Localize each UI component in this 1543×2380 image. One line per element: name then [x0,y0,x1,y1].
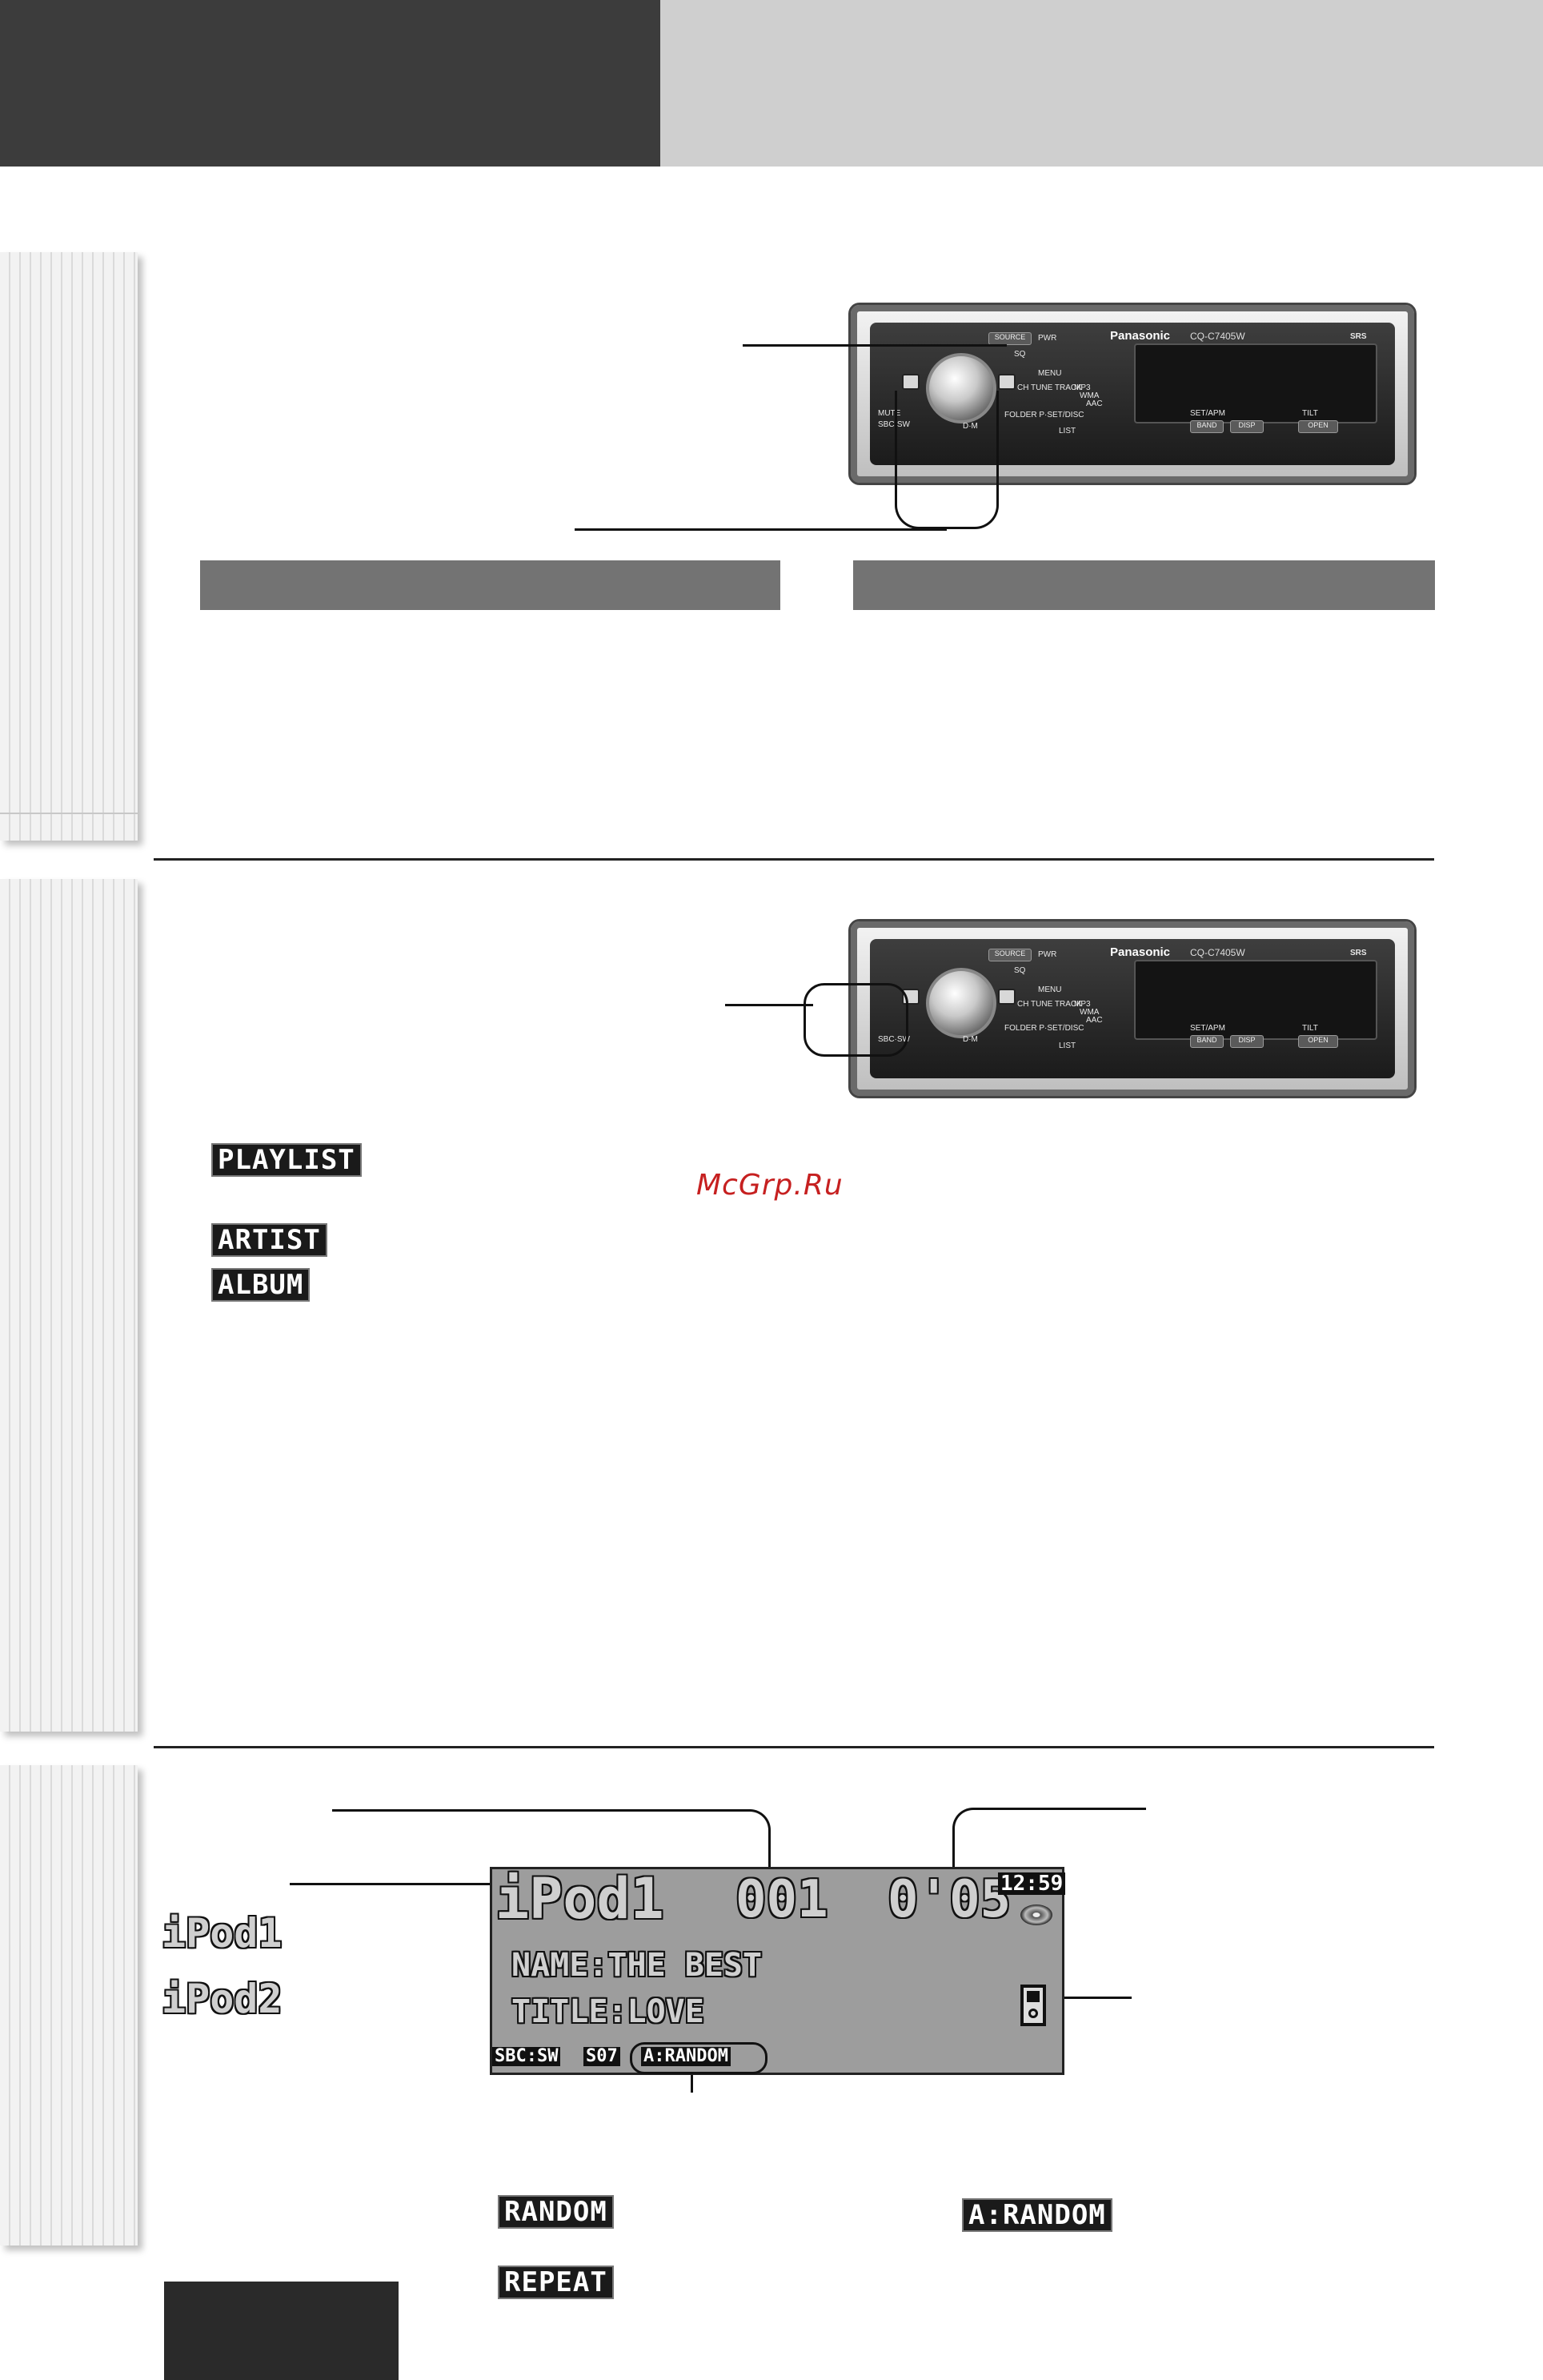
volume-knob[interactable] [926,968,996,1038]
aac-label: AAC [1086,399,1103,408]
mp3-label: MP3 [1074,1000,1091,1009]
tune-track-label: CH TUNE TRACK [1017,383,1082,392]
folder-label: FOLDER P·SET/DISC [1004,1024,1084,1033]
stereo-unit-2: Panasonic CQ-C7405W SOURCE PWR SQ MENU M… [848,919,1417,1098]
down-button[interactable] [902,374,920,390]
ipod-icon [1020,1985,1046,2026]
side-tab-3 [0,1765,138,2246]
up-button[interactable] [998,989,1016,1005]
display-name-line: NAME:THE BEST [511,1947,763,1984]
callout-ipod-icon [1053,1997,1132,1999]
band-button[interactable]: BAND [1190,1035,1224,1048]
column-heading-bar-right [853,560,1435,610]
pwr-label: PWR [1038,950,1057,959]
callout-track [332,1809,751,1812]
callout-track-corner [744,1809,771,1876]
callout-source [743,344,1007,347]
header-light-block [660,0,1543,167]
side-tab-2 [0,879,138,1732]
display-clock: 12:59 [998,1872,1066,1895]
callout-bracket [895,391,999,529]
display-source: iPod1 [495,1866,664,1932]
aac-label: AAC [1086,1016,1103,1025]
dm-label: D·M [963,1035,978,1044]
list-label: LIST [1059,427,1076,435]
wma-label: WMA [1080,1008,1100,1017]
sq-label: SQ [1014,966,1026,975]
callout-time [976,1808,1146,1810]
folder-label: FOLDER P·SET/DISC [1004,411,1084,419]
callout-source [290,1883,496,1885]
unit-display: iPod1 001 0'05 12:59 NAME:THE BEST TITLE… [490,1866,1066,2075]
display-sbc: SBC:SW [492,2047,561,2066]
tune-track-label: CH TUNE TRACK [1017,1000,1082,1009]
mp3-label: MP3 [1074,383,1091,392]
display-track: 001 [735,1870,828,1929]
stereo-model: CQ-C7405W [1190,947,1245,958]
stereo-lcd [1134,343,1377,423]
album-label: ALBUM [211,1268,311,1302]
display-s07: S07 [583,2047,620,2066]
side-tab-1 [0,252,138,841]
display-time: 0'05 [888,1870,1012,1929]
disp-button[interactable]: DISP [1230,1035,1264,1048]
sq-label: SQ [1014,350,1026,359]
source-button[interactable]: SOURCE [988,332,1032,345]
disp-button[interactable]: DISP [1230,420,1264,433]
stereo-brand: Panasonic [1110,329,1171,343]
stereo-lcd [1134,960,1377,1040]
mute-label: MUTE [878,409,901,418]
callout-up-down [575,528,947,531]
source-option-ipod2: iPod2 [162,1976,283,2022]
tilt-label: TILT [1302,1024,1318,1033]
set-apm-label: SET/APM [1190,1024,1225,1033]
artist-label: ARTIST [211,1223,327,1257]
source-button[interactable]: SOURCE [988,949,1032,961]
pwr-label: PWR [1038,334,1057,343]
callout-folder-buttons [725,1004,813,1006]
album-random-label: A:RANDOM [962,2198,1112,2232]
section-divider-1 [154,858,1434,861]
mode-highlight-ring [630,2042,767,2074]
source-option-ipod1: iPod1 [162,1910,283,1957]
playlist-label: PLAYLIST [211,1143,362,1177]
callout-time-corner [952,1808,980,1876]
repeat-label: REPEAT [498,2266,614,2299]
dm-label: D·M [963,422,978,431]
stereo-brand: Panasonic [1110,945,1171,959]
list-label: LIST [1059,1042,1076,1050]
set-apm-label: SET/APM [1190,409,1225,418]
menu-label: MENU [1038,985,1062,994]
column-heading-bar-left [200,560,780,610]
random-label: RANDOM [498,2195,614,2229]
open-button[interactable]: OPEN [1298,420,1338,433]
display-mode: A:RANDOM [641,2047,731,2066]
watermark: McGrp.Ru [696,1169,844,1202]
srs-logo: SRS [1350,949,1367,957]
callout-mode [691,2075,693,2093]
open-button[interactable]: OPEN [1298,1035,1338,1048]
wma-label: WMA [1080,391,1100,400]
band-button[interactable]: BAND [1190,420,1224,433]
up-button[interactable] [998,374,1016,390]
stereo-model: CQ-C7405W [1190,331,1245,342]
header-dark-block [0,0,660,167]
sbc-label: SBC·SW [878,420,910,429]
callout-bracket-2 [804,983,908,1057]
srs-logo: SRS [1350,332,1367,341]
section-divider-2 [154,1746,1434,1748]
display-title-line: TITLE:LOVE [511,1993,704,2030]
page-number-box [164,2282,399,2380]
tilt-label: TILT [1302,409,1318,418]
menu-label: MENU [1038,369,1062,378]
disc-icon [1020,1904,1052,1925]
